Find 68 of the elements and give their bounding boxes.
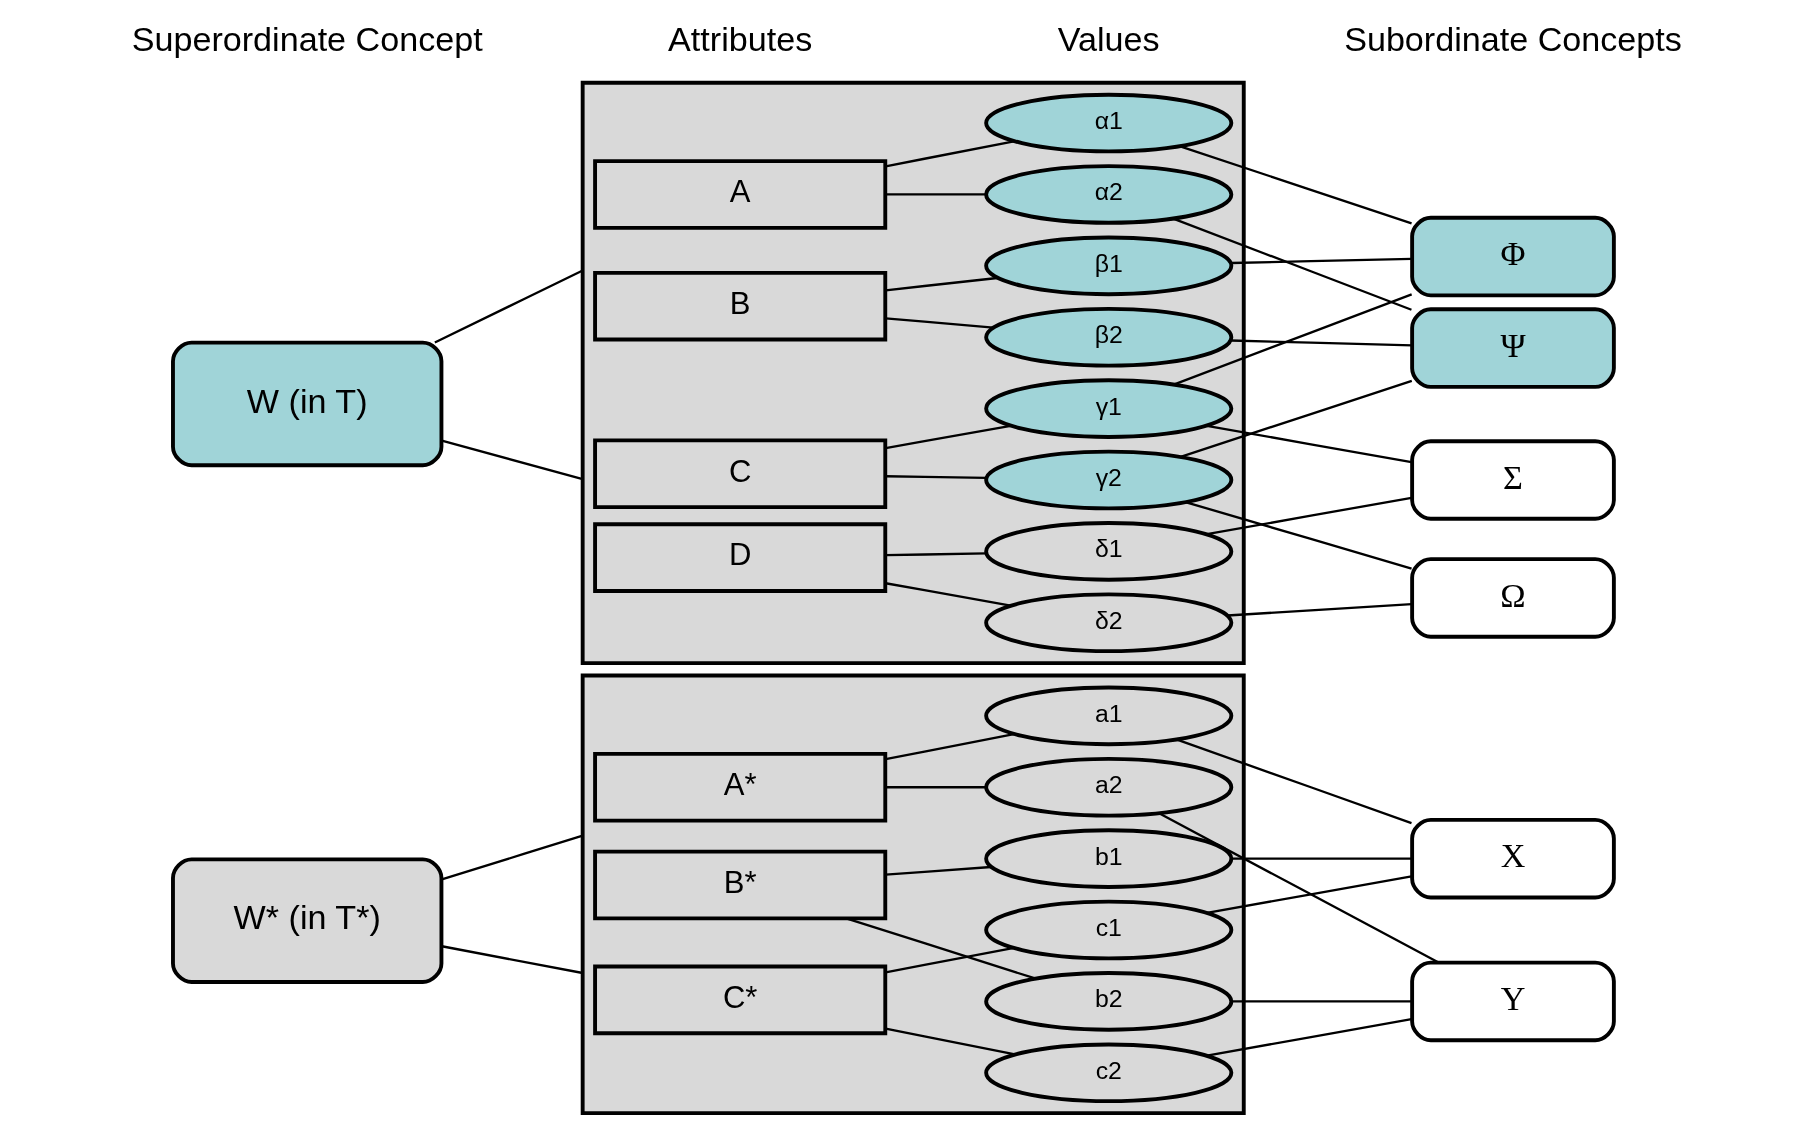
node-ellipse: α2	[983, 164, 1233, 225]
node-box: C	[592, 438, 887, 510]
connector	[884, 946, 1013, 974]
connector	[1172, 217, 1412, 311]
node-box: Σ	[1409, 439, 1616, 521]
connector	[1206, 496, 1412, 536]
node-box: Ψ	[1409, 307, 1616, 389]
node-ellipse: b1	[983, 828, 1233, 889]
connector	[1173, 293, 1412, 386]
label: Values	[1057, 20, 1160, 59]
node-box: Φ	[1409, 215, 1616, 298]
node-ellipse: α1	[983, 92, 1233, 154]
connector	[1231, 857, 1412, 860]
connector	[884, 140, 1014, 168]
connector	[885, 865, 991, 876]
node-ellipse: δ1	[983, 521, 1233, 582]
label: Subordinate Concepts	[1343, 20, 1682, 59]
node-box: A	[592, 159, 887, 230]
connector	[441, 945, 583, 975]
node-ellipse: β1	[983, 235, 1233, 297]
connector	[884, 582, 1011, 607]
connector	[884, 424, 1011, 450]
connector	[1206, 424, 1412, 464]
cluster	[580, 673, 1246, 1116]
connector	[885, 786, 986, 789]
connector	[885, 552, 986, 557]
connector	[1230, 339, 1412, 347]
connector	[1226, 602, 1412, 617]
node-box: C*	[592, 964, 887, 1036]
label: Attributes	[667, 20, 812, 59]
node-ellipse: c2	[983, 1042, 1233, 1104]
node-ellipse: β2	[983, 306, 1233, 368]
node-box: Ω	[1409, 557, 1616, 639]
connector	[884, 1027, 1015, 1056]
node-box: Y	[1409, 960, 1616, 1043]
label: Superordinate Concept	[131, 20, 483, 59]
connector	[1230, 257, 1412, 265]
node-ellipse: γ2	[983, 449, 1233, 511]
connector	[885, 276, 997, 292]
connector	[885, 317, 993, 329]
connector	[1206, 1018, 1412, 1057]
connector	[885, 193, 986, 196]
connector	[1231, 1000, 1412, 1003]
connector	[433, 269, 583, 344]
node-box: A*	[592, 751, 887, 823]
connector	[885, 475, 986, 480]
connector	[1185, 501, 1412, 570]
connector	[1158, 812, 1439, 964]
node-ellipse: a2	[983, 756, 1233, 818]
connector	[441, 439, 583, 481]
node-box: B	[592, 270, 887, 342]
connector	[846, 917, 1035, 980]
connector	[1206, 875, 1412, 914]
connector	[441, 834, 583, 881]
connector	[1179, 145, 1412, 225]
node-box: W* (in T*)	[170, 857, 443, 984]
node-box: X	[1409, 817, 1616, 900]
node-box: B*	[592, 849, 887, 921]
node-ellipse: b2	[983, 971, 1233, 1032]
node-ellipse: a1	[983, 685, 1233, 747]
node-ellipse: γ1	[983, 378, 1233, 439]
connector	[884, 732, 1014, 761]
node-ellipse: δ2	[983, 592, 1233, 654]
connector	[1179, 379, 1412, 458]
cluster	[580, 80, 1246, 666]
node-box: D	[592, 522, 887, 593]
node-box: W (in T)	[170, 340, 443, 468]
node-ellipse: c1	[983, 899, 1233, 961]
